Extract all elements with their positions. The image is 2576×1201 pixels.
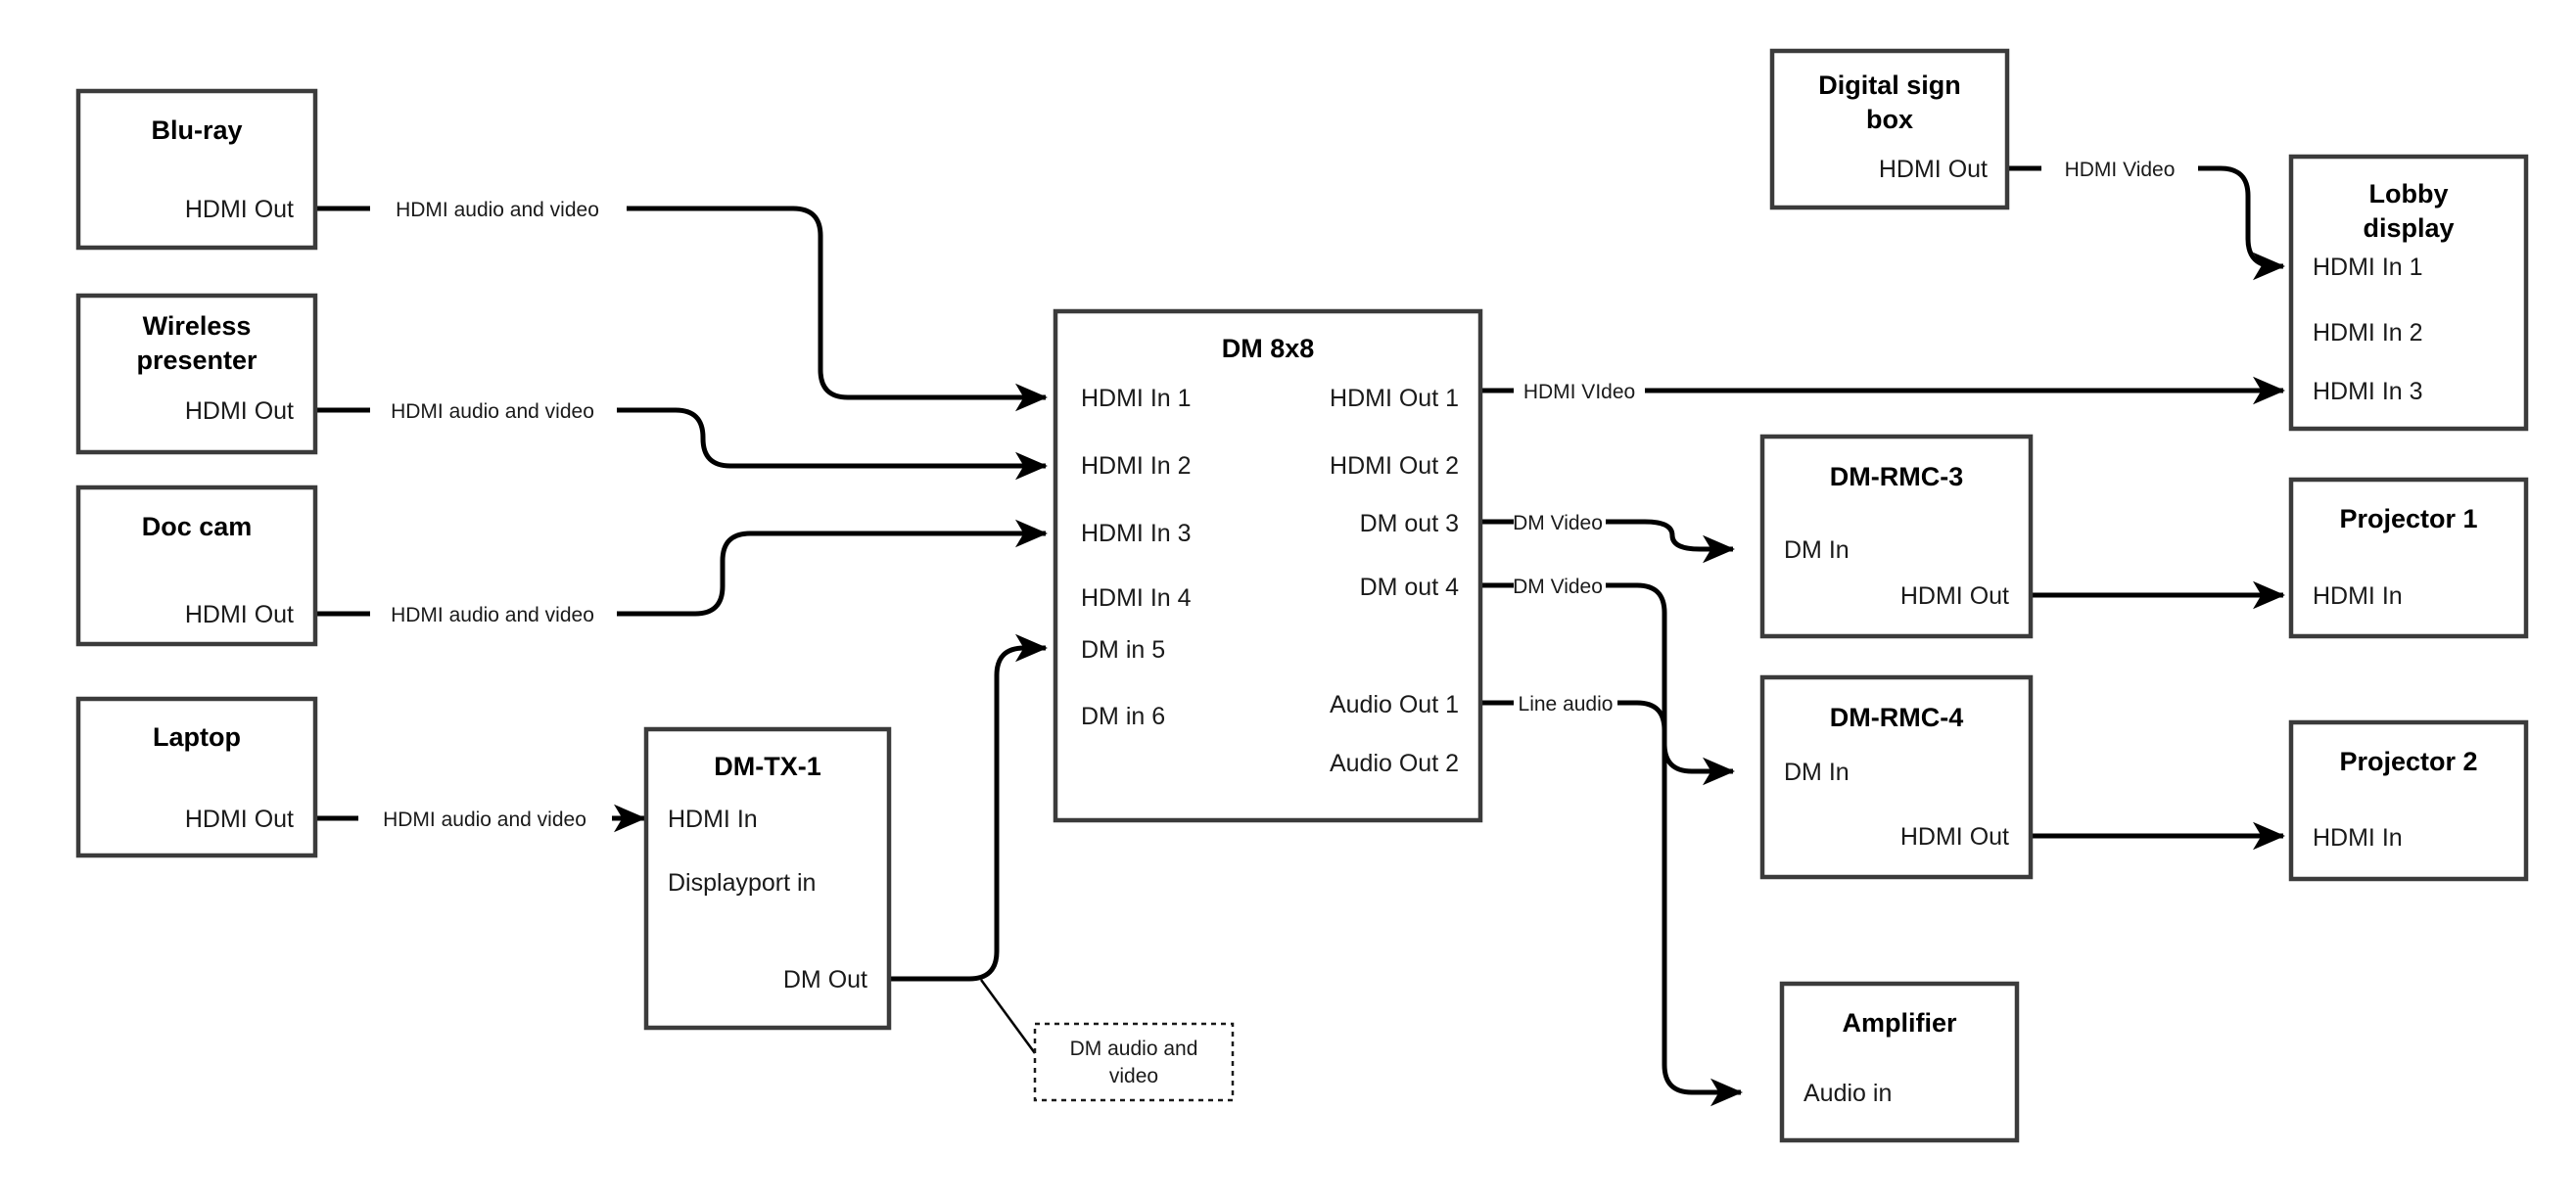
- node-dm-8x8-rect[interactable]: [1053, 308, 1483, 823]
- edge-bluray-to-dm-in1: HDMI audio and video: [315, 199, 1046, 397]
- node-dm-8x8[interactable]: DM 8x8 HDMI In 1 HDMI In 2 HDMI In 3 HDM…: [1053, 308, 1483, 823]
- node-projector-1-rect[interactable]: [2288, 477, 2529, 639]
- port-proj1-hdmi-in: HDMI In: [2313, 582, 2403, 610]
- node-dm-tx-1-title: DM-TX-1: [714, 752, 821, 781]
- edge-label-dm-video-3: DM Video: [1513, 512, 1603, 534]
- note-dm-audio-and-video-line1: DM audio and: [1070, 1038, 1198, 1060]
- port-wireless-hdmi-out: HDMI Out: [185, 397, 294, 425]
- node-projector-1[interactable]: Projector 1 HDMI In: [2288, 477, 2529, 639]
- node-dm-rmc-4-title: DM-RMC-4: [1830, 703, 1963, 732]
- port-lobby-hdmi-in-1: HDMI In 1: [2313, 254, 2423, 281]
- port-dm-hdmi-out-1: HDMI Out 1: [1330, 385, 1459, 412]
- edge-label-wireless: HDMI audio and video: [391, 400, 594, 423]
- port-tx-hdmi-in: HDMI In: [668, 806, 758, 833]
- node-digital-sign-box-title-line2: box: [1866, 105, 1913, 134]
- node-laptop-title: Laptop: [153, 722, 241, 752]
- node-amplifier-title: Amplifier: [1842, 1008, 1957, 1038]
- port-sign-hdmi-out: HDMI Out: [1879, 156, 1988, 183]
- port-dm-hdmi-in-3: HDMI In 3: [1081, 520, 1192, 547]
- node-lobby-display-title-line2: display: [2363, 213, 2454, 243]
- port-dm-hdmi-in-1: HDMI In 1: [1081, 385, 1192, 412]
- node-amplifier-rect[interactable]: [1779, 981, 2020, 1143]
- edge-label-bluray: HDMI audio and video: [396, 199, 599, 221]
- port-proj2-hdmi-in: HDMI In: [2313, 824, 2403, 852]
- port-dm-dm-in-6: DM in 6: [1081, 703, 1165, 730]
- port-dm-hdmi-out-2: HDMI Out 2: [1330, 452, 1459, 480]
- port-dm-hdmi-in-4: HDMI In 4: [1081, 584, 1192, 612]
- note-leader-line: [979, 979, 1037, 1054]
- node-dm-8x8-title: DM 8x8: [1222, 334, 1315, 363]
- node-dm-rmc-4[interactable]: DM-RMC-4 DM In HDMI Out: [1759, 674, 2034, 880]
- node-dm-rmc-3[interactable]: DM-RMC-3 DM In HDMI Out: [1759, 434, 2034, 639]
- node-dm-rmc-3-title: DM-RMC-3: [1830, 462, 1963, 491]
- note-dm-audio-and-video-line2: video: [1109, 1065, 1158, 1087]
- edge-dm-out3-to-rmc3: DM Video: [1480, 512, 1733, 549]
- note-dm-audio-and-video-rect: [1033, 1022, 1235, 1102]
- node-dm-rmc-3-rect[interactable]: [1759, 434, 2034, 639]
- node-wireless-presenter-title-line2: presenter: [136, 346, 258, 375]
- edge-label-hdmi-video-sign: HDMI Video: [2065, 159, 2176, 181]
- node-projector-2[interactable]: Projector 2 HDMI In: [2288, 719, 2529, 882]
- edge-label-line-audio: Line audio: [1519, 693, 1614, 716]
- node-laptop[interactable]: Laptop HDMI Out: [75, 696, 318, 858]
- edge-label-laptop: HDMI audio and video: [383, 808, 586, 831]
- node-wireless-presenter-title-line1: Wireless: [143, 311, 252, 341]
- port-dm-hdmi-in-2: HDMI In 2: [1081, 452, 1192, 480]
- edge-audio1-to-amp: Line audio: [1480, 693, 1741, 1092]
- edge-wireless-to-dm-in2: HDMI audio and video: [315, 400, 1046, 466]
- port-tx-displayport-in: Displayport in: [668, 869, 816, 897]
- port-dm-out-3: DM out 3: [1360, 510, 1459, 537]
- port-amp-audio-in: Audio in: [1803, 1080, 1892, 1107]
- node-projector-2-rect[interactable]: [2288, 719, 2529, 882]
- edge-dm-out1-to-lobby-in3: HDMI VIdeo: [1480, 381, 2283, 403]
- port-dm-audio-out-2: Audio Out 2: [1330, 750, 1459, 777]
- port-dm-dm-in-5: DM in 5: [1081, 636, 1165, 664]
- node-laptop-rect[interactable]: [75, 696, 318, 858]
- node-bluray-title: Blu-ray: [151, 115, 242, 145]
- note-dm-audio-and-video: DM audio and video: [1033, 1022, 1235, 1102]
- node-projector-1-title: Projector 1: [2339, 504, 2477, 533]
- node-bluray[interactable]: Blu-ray HDMI Out: [75, 88, 318, 251]
- node-projector-2-title: Projector 2: [2339, 747, 2477, 776]
- edge-label-hdmi-video-out1: HDMI VIdeo: [1523, 381, 1635, 403]
- node-lobby-display[interactable]: Lobby display HDMI In 1 HDMI In 2 HDMI I…: [2288, 154, 2529, 432]
- port-doccam-hdmi-out: HDMI Out: [185, 601, 294, 628]
- node-doc-cam-title: Doc cam: [142, 512, 253, 541]
- port-tx-dm-out: DM Out: [783, 966, 867, 993]
- port-rmc4-hdmi-out: HDMI Out: [1900, 823, 2009, 851]
- edge-tx-to-dm-in5: [889, 633, 1049, 982]
- node-digital-sign-box[interactable]: Digital sign box HDMI Out: [1769, 48, 2010, 210]
- node-doc-cam-rect[interactable]: [75, 485, 318, 647]
- node-dm-tx-1-rect[interactable]: [643, 726, 892, 1031]
- node-digital-sign-box-rect[interactable]: [1769, 48, 2010, 210]
- edge-sign-to-lobby-in1: HDMI Video: [2007, 159, 2283, 266]
- port-rmc3-hdmi-out: HDMI Out: [1900, 582, 2009, 610]
- port-laptop-hdmi-out: HDMI Out: [185, 806, 294, 833]
- port-dm-audio-out-1: Audio Out 1: [1330, 691, 1459, 718]
- edge-doccam-to-dm-in3: HDMI audio and video: [315, 533, 1046, 626]
- edge-laptop-to-tx: HDMI audio and video: [315, 808, 644, 831]
- node-digital-sign-box-title-line1: Digital sign: [1818, 70, 1961, 100]
- node-wireless-presenter-rect[interactable]: [75, 293, 318, 455]
- edge-dm-out4-to-rmc4: DM Video: [1480, 576, 1733, 771]
- node-amplifier[interactable]: Amplifier Audio in: [1779, 981, 2020, 1143]
- port-bluray-hdmi-out: HDMI Out: [185, 196, 294, 223]
- node-dm-tx-1[interactable]: DM-TX-1 HDMI In Displayport in DM Out: [643, 726, 892, 1031]
- node-wireless-presenter[interactable]: Wireless presenter HDMI Out: [75, 293, 318, 455]
- port-rmc4-dm-in: DM In: [1784, 759, 1850, 786]
- edge-label-dm-video-4: DM Video: [1513, 576, 1603, 598]
- port-lobby-hdmi-in-3: HDMI In 3: [2313, 378, 2423, 405]
- port-rmc3-dm-in: DM In: [1784, 536, 1850, 564]
- node-bluray-rect[interactable]: [75, 88, 318, 251]
- port-lobby-hdmi-in-2: HDMI In 2: [2313, 319, 2423, 346]
- node-lobby-display-title-line1: Lobby: [2369, 179, 2449, 208]
- node-dm-rmc-4-rect[interactable]: [1759, 674, 2034, 880]
- port-dm-out-4: DM out 4: [1360, 574, 1460, 601]
- node-lobby-display-rect[interactable]: [2288, 154, 2529, 432]
- edge-label-doccam: HDMI audio and video: [391, 604, 594, 626]
- node-doc-cam[interactable]: Doc cam HDMI Out: [75, 485, 318, 647]
